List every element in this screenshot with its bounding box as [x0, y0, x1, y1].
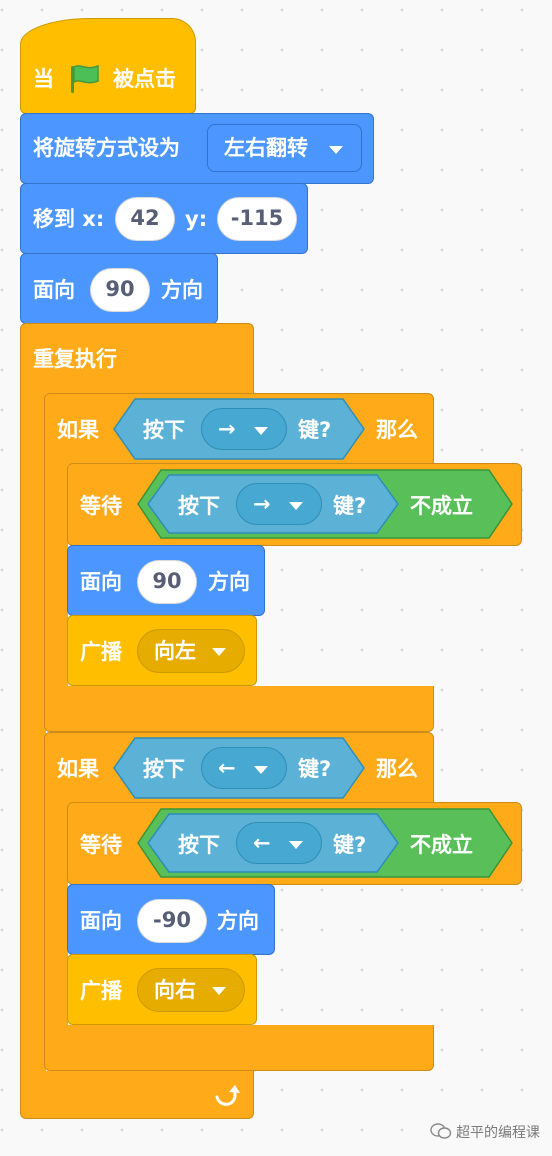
key-value: → — [218, 417, 236, 441]
forever-bottom[interactable] — [20, 1071, 254, 1119]
if-block-right-arm — [44, 463, 68, 687]
hat-label-clicked: 被点击 — [113, 67, 176, 91]
if-block-left-bottom — [44, 1025, 434, 1071]
when-flag-clicked-block[interactable] — [20, 18, 196, 114]
point-label: 面向 — [80, 909, 122, 933]
broadcast-label: 广播 — [80, 640, 122, 664]
point-suffix: 方向 — [217, 909, 259, 933]
y-input[interactable]: -115 — [217, 197, 297, 241]
wait2-sensing-label: 按下 — [178, 833, 220, 857]
direction-input[interactable]: 90 — [90, 268, 150, 312]
x-input[interactable]: 42 — [115, 197, 175, 241]
point-suffix: 方向 — [161, 278, 203, 302]
watermark-text: 超平的编程课 — [456, 1125, 540, 1141]
rotation-label: 将旋转方式设为 — [33, 136, 180, 160]
wait1-sensing-label: 按下 — [178, 494, 220, 518]
broadcast-label: 广播 — [80, 979, 122, 1003]
rotation-style-value: 左右翻转 — [224, 136, 308, 160]
broadcast-message-dropdown[interactable]: 向右 — [137, 968, 245, 1012]
chevron-down-icon — [254, 766, 268, 774]
if-block-right-bottom — [44, 686, 434, 732]
wait2-sensing-suffix: 键? — [333, 833, 367, 857]
chevron-down-icon — [329, 146, 343, 154]
key-value: ← — [218, 756, 236, 780]
direction-input[interactable]: -90 — [137, 899, 207, 943]
hat-label-when: 当 — [33, 67, 54, 91]
key-dropdown-left[interactable]: ← — [236, 822, 322, 864]
chevron-down-icon — [212, 648, 226, 656]
if-block-left-arm — [44, 802, 68, 1026]
if1-label-then: 那么 — [376, 418, 418, 442]
if1-label-if: 如果 — [57, 418, 99, 442]
chevron-down-icon — [212, 987, 226, 995]
point-label: 面向 — [33, 278, 75, 302]
if1-sensing-label: 按下 — [143, 418, 185, 442]
if2-label-then: 那么 — [376, 757, 418, 781]
repeat-arrow-icon — [215, 1085, 240, 1106]
green-flag-icon — [71, 64, 99, 93]
key-dropdown-right[interactable]: → — [236, 483, 322, 525]
wait2-not-label: 不成立 — [410, 833, 473, 857]
wait1-sensing-suffix: 键? — [333, 494, 367, 518]
wait-label: 等待 — [80, 833, 122, 857]
key-value: → — [253, 492, 271, 516]
wait1-not-label: 不成立 — [410, 494, 473, 518]
point-label: 面向 — [80, 570, 122, 594]
chevron-down-icon — [254, 427, 268, 435]
chevron-down-icon — [289, 502, 303, 510]
if2-sensing-suffix: 键? — [298, 757, 332, 781]
if2-label-if: 如果 — [57, 757, 99, 781]
if2-sensing-label: 按下 — [143, 757, 185, 781]
broadcast-message-value: 向左 — [154, 639, 196, 663]
goto-label-x: 移到 x: — [33, 207, 105, 231]
key-value: ← — [253, 831, 271, 855]
wechat-icon — [430, 1123, 452, 1139]
broadcast-message-dropdown[interactable]: 向左 — [137, 629, 245, 673]
forever-label: 重复执行 — [33, 347, 117, 371]
key-dropdown-left[interactable]: ← — [201, 747, 287, 789]
direction-input[interactable]: 90 — [137, 560, 197, 604]
if1-sensing-suffix: 键? — [298, 418, 332, 442]
broadcast-message-value: 向右 — [154, 978, 196, 1002]
chevron-down-icon — [289, 841, 303, 849]
forever-arm — [20, 392, 46, 1072]
wait-label: 等待 — [80, 494, 122, 518]
point-suffix: 方向 — [208, 570, 250, 594]
key-dropdown-right[interactable]: → — [201, 408, 287, 450]
forever-block[interactable] — [20, 323, 254, 394]
goto-label-y: y: — [185, 207, 208, 231]
